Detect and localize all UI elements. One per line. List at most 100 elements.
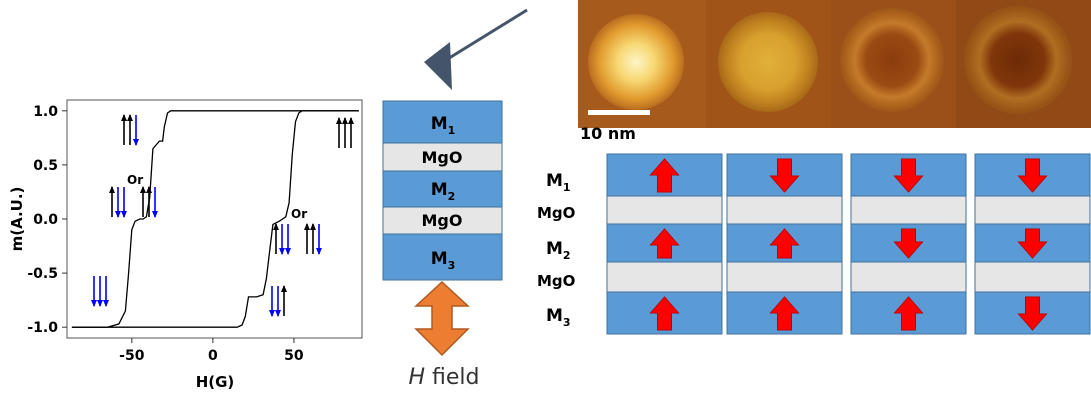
x-tick-label: -50 xyxy=(119,348,145,364)
config-barrier-layer xyxy=(726,261,843,293)
afm-image-strip: 10 nm xyxy=(578,0,1091,143)
spin-arrow-down xyxy=(285,224,291,255)
field-label: H field xyxy=(408,365,479,390)
spin-arrow-up xyxy=(121,114,127,145)
spin-arrow-down xyxy=(121,187,127,218)
spin-arrow-up xyxy=(342,117,348,148)
spin-arrow-down xyxy=(152,187,158,218)
spin-group-right-mid-first xyxy=(273,223,291,255)
pointer-arrowhead xyxy=(424,42,452,90)
config-columns xyxy=(606,153,1091,335)
spin-arrow-up xyxy=(140,186,146,217)
x-axis-label: H(G) xyxy=(196,373,235,391)
moment-arrow-down xyxy=(893,158,924,193)
scale-bar-label: 10 nm xyxy=(580,124,636,143)
spin-group-left-mid-first xyxy=(109,186,127,218)
moment-arrow-down xyxy=(769,158,800,193)
moment-arrow-up xyxy=(649,158,680,193)
spin-arrow-down xyxy=(275,286,281,317)
config-column-4 xyxy=(974,153,1091,335)
x-tick-label: 50 xyxy=(284,348,304,364)
row-label-mgo-2: MgO xyxy=(537,272,575,290)
moment-arrow-down xyxy=(893,228,924,259)
row-label-mgo-1: MgO xyxy=(537,204,575,222)
spin-arrow-down xyxy=(97,276,103,307)
stack-label-m1: M1 xyxy=(431,114,456,137)
afm-dot-2 xyxy=(718,12,818,112)
moment-arrow-down xyxy=(1017,296,1048,331)
config-barrier-layer xyxy=(850,261,967,293)
row-label-m2: M2 xyxy=(546,239,571,262)
stack-layer-mgo-1 xyxy=(382,142,503,172)
y-tick-label: 0.0 xyxy=(33,212,58,228)
afm-dot-4 xyxy=(964,6,1072,114)
spin-arrow-up xyxy=(281,285,287,316)
pointer-line xyxy=(445,8,528,62)
stack-layer-m3 xyxy=(382,233,503,281)
config-barrier-layer xyxy=(974,195,1091,225)
y-axis-label: m(A.U.) xyxy=(8,187,26,252)
spin-group-right-bottom xyxy=(269,285,287,317)
afm-dot-1 xyxy=(588,14,684,110)
moment-arrow-up xyxy=(769,228,800,259)
spin-arrow-up xyxy=(304,223,310,254)
spin-arrow-up xyxy=(310,223,316,254)
spin-arrow-up xyxy=(109,186,115,217)
config-column-2 xyxy=(726,153,843,335)
configuration-grid: M1 MgO M2 MgO M3 xyxy=(537,153,1091,335)
stack-layer-m1 xyxy=(382,100,503,144)
stack-label-m3: M3 xyxy=(431,249,456,272)
stack-label-m2: M2 xyxy=(431,180,456,203)
x-tick-label: 0 xyxy=(208,348,218,364)
spin-arrow-down xyxy=(279,224,285,255)
spin-group-bottom-left xyxy=(91,276,109,307)
layer-stack: M1 MgO M2 MgO M3 H field xyxy=(382,8,528,390)
spin-group-right-top xyxy=(336,117,354,148)
spin-arrow-up xyxy=(336,117,342,148)
spin-group-left-mid-second xyxy=(140,186,158,218)
afm-dot-3 xyxy=(840,8,944,112)
row-label-m1: M1 xyxy=(546,171,571,194)
stack-label-mgo-1: MgO xyxy=(422,148,463,167)
config-column-1 xyxy=(606,153,723,335)
annotation-or-right: Or xyxy=(291,207,307,221)
field-arrow xyxy=(414,280,470,357)
config-column-3 xyxy=(850,153,967,335)
stack-label-mgo-2: MgO xyxy=(422,211,463,230)
spin-arrow-up xyxy=(348,117,354,148)
moment-arrow-up xyxy=(649,228,680,259)
annotation-or-left: Or xyxy=(127,173,143,187)
y-tick-label: 0.5 xyxy=(33,158,58,174)
moment-arrow-up xyxy=(649,296,680,331)
spin-state-arrows xyxy=(91,114,354,317)
spin-arrow-down xyxy=(316,224,322,255)
spin-group-top-left xyxy=(121,114,139,146)
plot-frame xyxy=(66,99,363,339)
spin-group-right-mid-second xyxy=(304,223,322,255)
config-barrier-layer xyxy=(606,261,723,293)
axis-ticks: -50 0 50 1.0 0.5 0.0 -0.5 -1.0 xyxy=(27,104,304,364)
config-barrier-layer xyxy=(974,261,1091,293)
config-barrier-layer xyxy=(850,195,967,225)
loop-branch-1 xyxy=(71,110,359,328)
y-tick-label: -0.5 xyxy=(27,266,58,282)
spin-arrow-down xyxy=(103,276,109,307)
hysteresis-loop xyxy=(71,110,359,328)
spin-arrow-down xyxy=(269,286,275,317)
row-label-m3: M3 xyxy=(546,306,571,329)
spin-arrow-down xyxy=(133,115,139,146)
moment-arrow-down xyxy=(1017,158,1048,193)
y-tick-label: -1.0 xyxy=(27,320,58,336)
spin-arrow-down xyxy=(115,187,121,218)
spin-arrow-up xyxy=(146,186,152,217)
y-tick-label: 1.0 xyxy=(33,104,58,120)
config-barrier-layer xyxy=(726,195,843,225)
moment-arrow-up xyxy=(769,296,800,331)
spin-arrow-up xyxy=(127,114,133,145)
stack-layer-mgo-2 xyxy=(382,206,503,235)
moment-arrow-down xyxy=(1017,228,1048,259)
spin-arrow-up xyxy=(273,223,279,254)
config-barrier-layer xyxy=(606,195,723,225)
